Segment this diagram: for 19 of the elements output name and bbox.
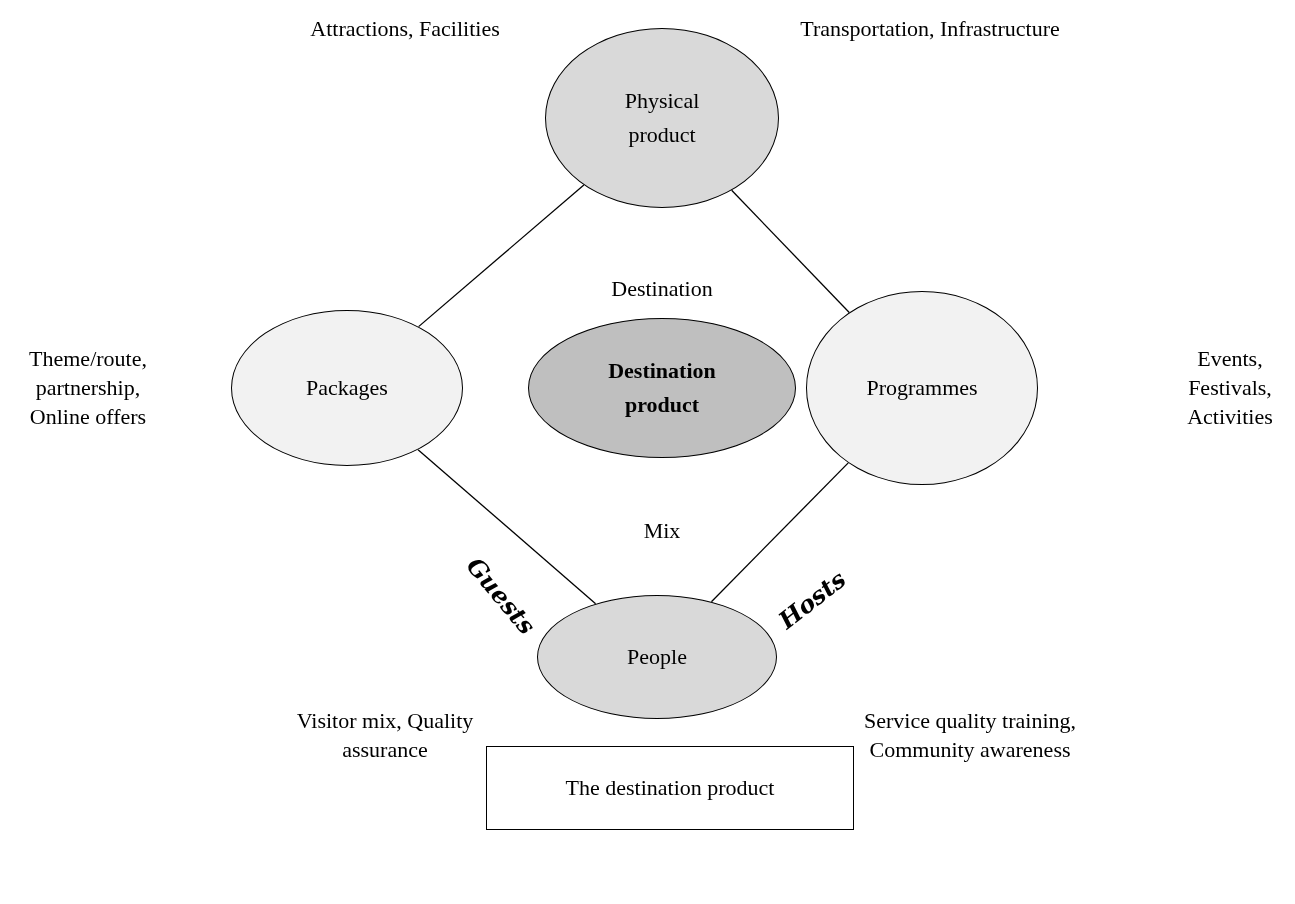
side-note: Attractions, Facilities xyxy=(309,15,501,43)
connector-line xyxy=(731,189,850,314)
node-label: People xyxy=(627,643,687,671)
side-note: Transportation, Infrastructure xyxy=(800,15,1060,43)
connector-line xyxy=(417,184,585,328)
diagram-label: Events, Festivals, Activities xyxy=(1186,345,1274,431)
diagram-label: Destination xyxy=(610,275,714,303)
node-label: The destination product xyxy=(565,774,775,802)
side-note: Theme/route, partnership, Online offers xyxy=(28,345,148,431)
node-label: Destination product xyxy=(607,357,717,419)
node-label: Packages xyxy=(306,374,388,402)
diagram-label: Visitor mix, Quality assurance xyxy=(295,707,475,764)
diagram-label: Service quality training, Community awareness xyxy=(863,707,1077,764)
connector-line xyxy=(710,462,849,603)
diagram-label: Mix xyxy=(642,517,682,545)
node-label: Physical product xyxy=(623,87,701,149)
connector-line xyxy=(417,449,597,605)
node-label: Programmes xyxy=(866,374,978,402)
caption-box xyxy=(486,746,854,830)
